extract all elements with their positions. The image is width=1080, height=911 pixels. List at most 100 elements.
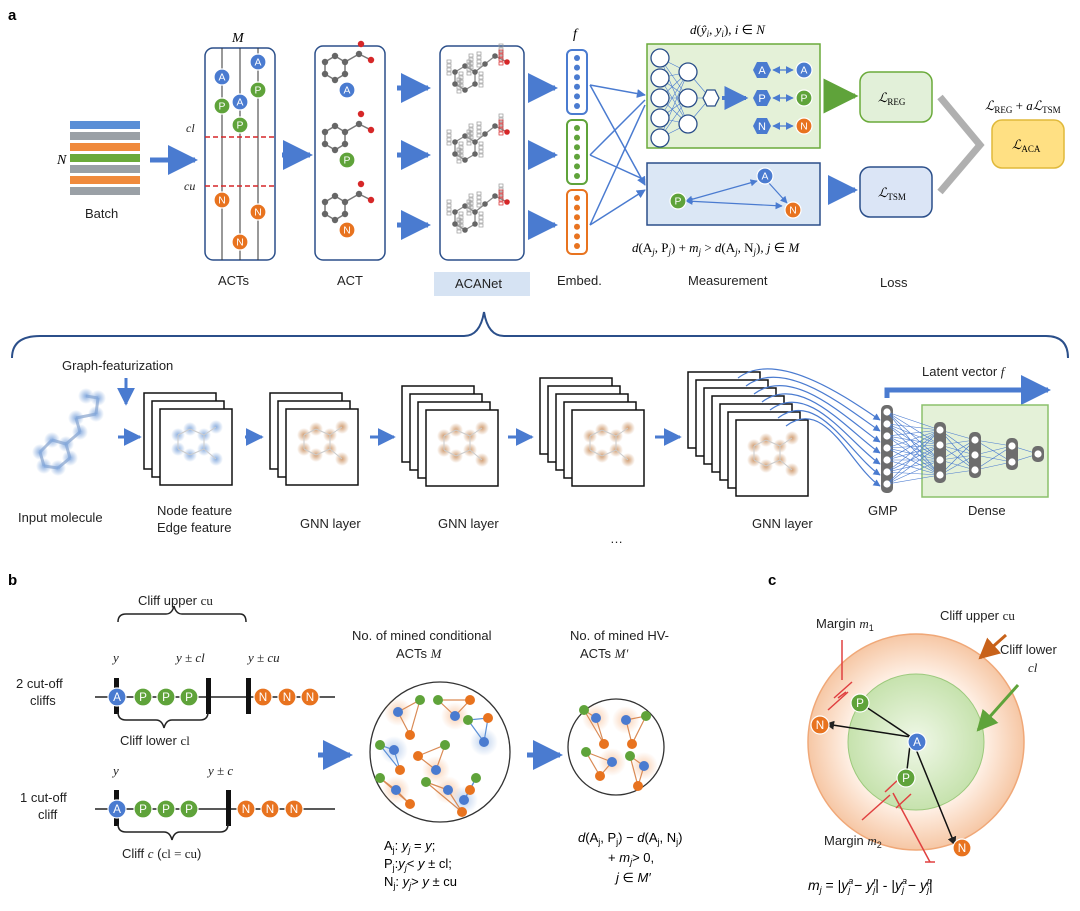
panel-c-letter: c [768, 572, 776, 589]
b-triplet-dot [465, 785, 475, 795]
node-letter: A [113, 803, 121, 816]
node-letter: P [185, 803, 193, 816]
node-letter: A [255, 58, 262, 69]
b-cliff-lower: Cliff lower cl [120, 733, 190, 748]
c-cliff-upper-arrow [978, 633, 1007, 660]
b-two-cutoff-1: 2 cut-off [16, 676, 63, 691]
negative-node: N [784, 201, 802, 219]
act-molecule: P [321, 110, 375, 169]
dense-neuron [936, 426, 944, 434]
b-cliff-c-brace [117, 823, 229, 841]
dense-neuron [971, 466, 979, 474]
acanet-caption-bg [434, 272, 530, 296]
b-triplet-dot [483, 713, 493, 723]
pipeline-node-feature: Node feature [157, 503, 232, 518]
panel-a-letter: a [8, 7, 17, 24]
b-triplet-dot [389, 745, 399, 755]
gmp-neuron [883, 468, 891, 476]
acanet-caption: ACANet [455, 276, 502, 291]
b-triplet-dot [450, 711, 460, 721]
b-def-positive: Pj:yj< y ± cl; [384, 856, 452, 873]
node-letter: P [856, 697, 864, 710]
loss-aca-box [991, 119, 1065, 169]
pipeline-gnn-last: GNN layer [752, 516, 813, 531]
negative-node: N [253, 687, 273, 707]
b-def-anchor: Aj: yj = y; [384, 838, 435, 855]
anchor-node: A [249, 53, 267, 71]
anchor-node: A [107, 687, 127, 707]
dense-neuron [1034, 450, 1042, 458]
positive-node: P [133, 687, 153, 707]
embed-vectors [566, 49, 588, 255]
pipeline-gmp: GMP [868, 503, 898, 518]
node-letter: N [306, 691, 314, 704]
b-conditional-acts-circle [369, 681, 511, 823]
measure-caption: Measurement [688, 273, 768, 288]
node-letter: P [139, 803, 147, 816]
dense-neuron [971, 451, 979, 459]
positive-node: P [669, 192, 687, 210]
b-triplet-dot [621, 715, 631, 725]
nn-neuron [650, 88, 670, 108]
measure-tsm-triplet: P AN [669, 167, 802, 219]
input-molecule-graph [32, 388, 106, 476]
b-y-label-2: y [111, 763, 119, 778]
pipeline-ellipsis: … [610, 531, 623, 546]
b-triplet-dot [405, 730, 415, 740]
positive-node: P [231, 116, 249, 134]
node-letter: P [162, 691, 170, 704]
node-letter: P [219, 102, 226, 113]
acts-caption: ACTs [218, 273, 250, 288]
b-triplet-dot [639, 761, 649, 771]
embed-vector [566, 189, 588, 255]
nn-neuron [650, 128, 670, 148]
embed-vector [566, 119, 588, 185]
nn-neuron [678, 62, 698, 82]
negative-node: N [810, 715, 830, 735]
node-letter: N [242, 803, 250, 816]
b-triplet-dot [421, 777, 431, 787]
anchor-node: A [756, 167, 774, 185]
dense-neuron [936, 471, 944, 479]
b-triplet-dot [433, 695, 443, 705]
node-letter: A [219, 73, 226, 84]
pipeline-graph-featurization: Graph-featurization [62, 358, 173, 373]
loss-tsm-box [859, 166, 933, 218]
node-letter: A [237, 98, 244, 109]
negative-node: N [260, 799, 280, 819]
acanet-feature-molecule [446, 113, 510, 164]
b-triplet-dot [443, 785, 453, 795]
b-mined-cond-2: ACTs M [396, 646, 443, 661]
node-letter: N [800, 122, 808, 133]
b-triplet-dot [457, 807, 467, 817]
negative-node: N [231, 233, 249, 251]
b-triplet-dot [633, 781, 643, 791]
positive-node: P [179, 687, 199, 707]
batch-stack: N Batch [56, 121, 140, 221]
b-definitions: Aj: yj = y; Pj:yj< y ± cl; Nj: yj> y ± c… [384, 838, 457, 891]
b-yc-label: y ± c [206, 763, 233, 778]
positive-node: P [213, 97, 231, 115]
b-triplet-dot [581, 747, 591, 757]
gnn-stacks [143, 371, 809, 497]
node-letter: P [801, 94, 808, 105]
node-letter: N [283, 691, 291, 704]
acanet-feature-molecule [446, 43, 510, 94]
b-triplet-dot [625, 751, 635, 761]
loss-reg-box [859, 71, 933, 123]
c-cliff-lower-2: cl [1028, 660, 1038, 675]
node-letter: P [758, 93, 765, 105]
positive-node: P [850, 693, 870, 713]
nn-neuron [650, 68, 670, 88]
pipeline-latent: Latent vector f [922, 364, 1007, 379]
dense-neuron [1008, 442, 1016, 450]
node-letter: N [236, 238, 244, 249]
gmp-neuron [883, 420, 891, 428]
b-triplet-dot [479, 737, 489, 747]
loss-caption: Loss [880, 275, 908, 290]
gmp-neuron [883, 408, 891, 416]
b-triplet-dot [595, 771, 605, 781]
b-mined-cond-1: No. of mined conditional [352, 628, 492, 643]
